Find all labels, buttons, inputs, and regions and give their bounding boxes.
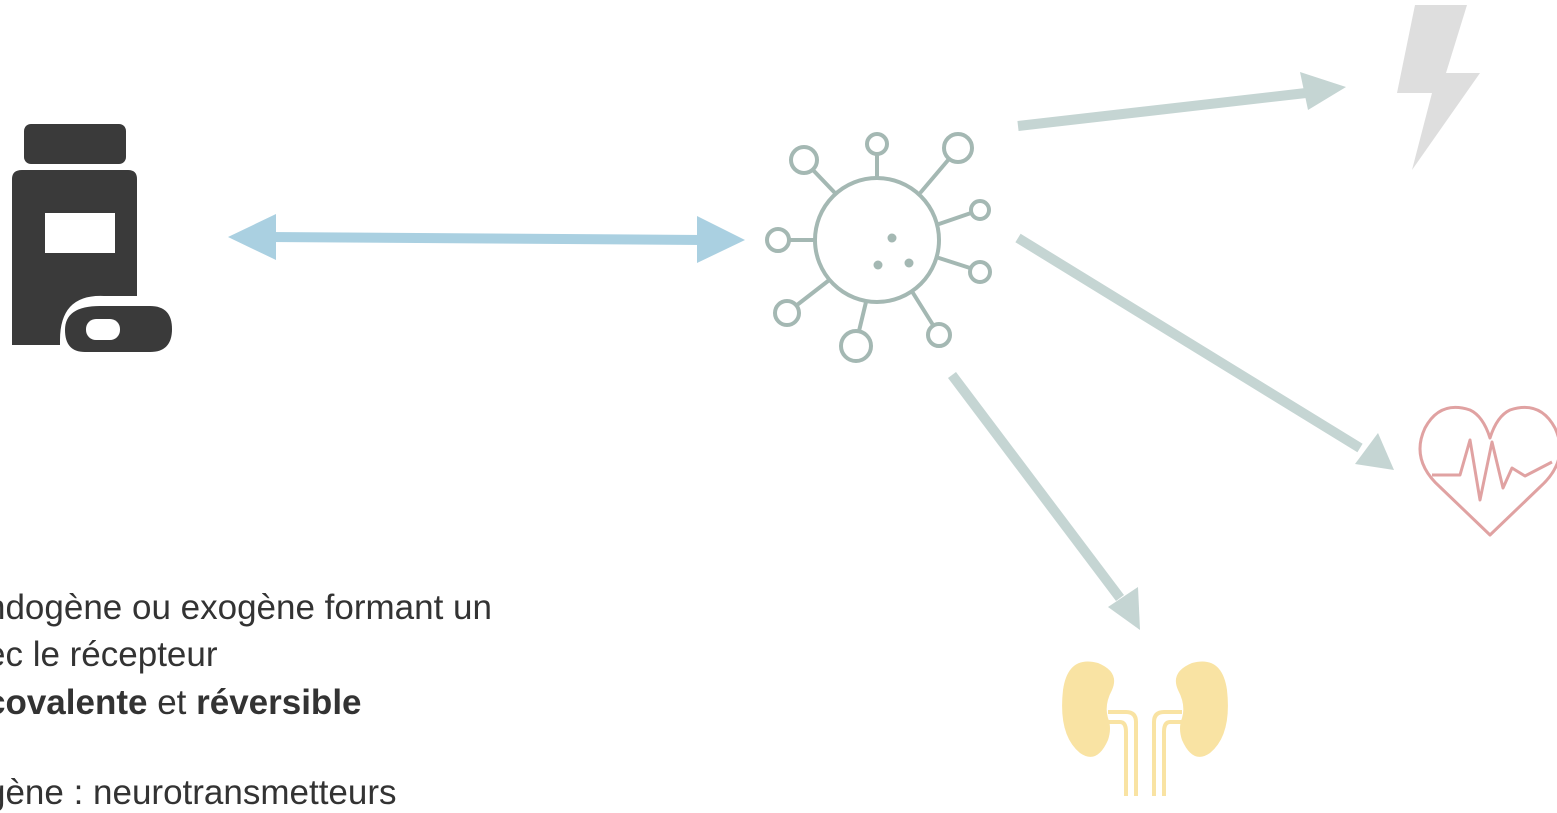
- effect-arrow-heart: [1015, 233, 1394, 470]
- receptor-icon: [765, 132, 992, 363]
- binding-arrow: [228, 214, 745, 263]
- definition-line-4: gène : neurotransmetteurs: [0, 773, 397, 812]
- definition-line-1: ndogène ou exogène formant un: [0, 588, 492, 627]
- lightning-icon: [1397, 5, 1480, 170]
- definition-connector: et: [147, 683, 197, 722]
- term-reversible: réversible: [196, 683, 362, 722]
- receptor-dots: [873, 233, 914, 270]
- definition-line-3: covalente et réversible: [0, 683, 362, 723]
- kidneys-icon: [1062, 661, 1228, 796]
- term-covalente: covalente: [0, 683, 148, 722]
- pill-bottle-icon: [12, 124, 172, 352]
- effect-arrow-kidneys: [948, 371, 1140, 630]
- definition-line-2: ec le récepteur: [0, 635, 218, 674]
- effect-arrow-lightning: [1017, 72, 1346, 131]
- heart-pulse-icon: [1418, 405, 1557, 537]
- diagram-canvas: ndogène ou exogène formant un ec le réce…: [0, 5, 1557, 812]
